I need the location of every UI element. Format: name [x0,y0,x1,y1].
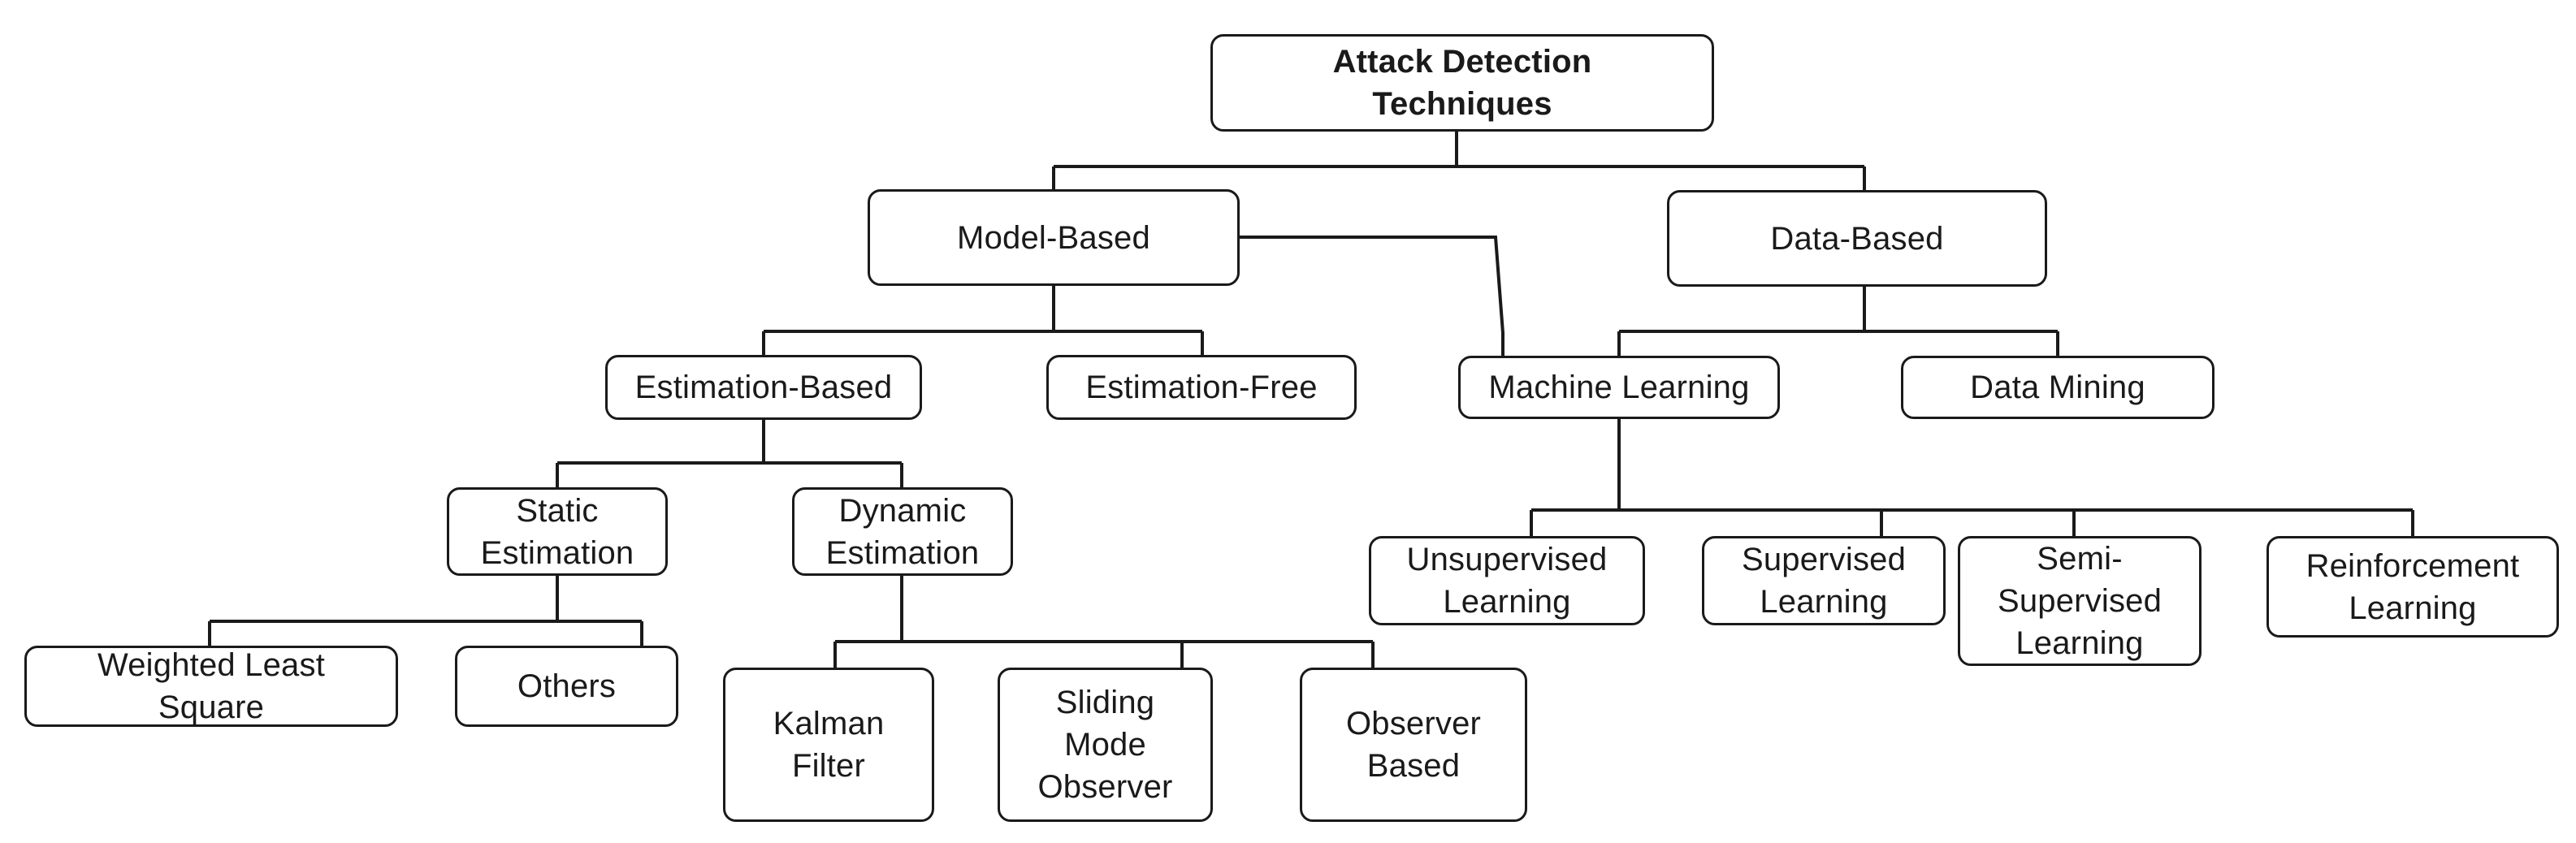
node-label: Machine Learning [1488,370,1750,405]
node-semi-supervised-learning[interactable]: Semi- Supervised Learning [1958,536,2202,666]
node-model-based[interactable]: Model-Based [868,189,1240,286]
node-others[interactable]: Others [455,646,678,727]
node-estimation-free[interactable]: Estimation-Free [1046,355,1357,420]
node-label: Estimation-Based [634,370,893,405]
node-label: Supervised Learning [1741,542,1907,620]
node-label: Sliding Mode Observer [1037,685,1173,805]
node-label: Estimation-Free [1085,370,1318,405]
node-label: Semi- Supervised Learning [1997,541,2163,661]
node-data-based[interactable]: Data-Based [1667,190,2047,287]
node-label: Kalman Filter [773,706,885,784]
node-data-mining[interactable]: Data Mining [1901,356,2214,419]
node-supervised-learning[interactable]: Supervised Learning [1702,536,1946,625]
node-label: Data-Based [1770,220,1944,257]
node-label: Dynamic Estimation [825,492,980,571]
node-observer-based[interactable]: Observer Based [1300,668,1527,822]
node-label: Others [517,668,617,704]
edge-model-based-to-machine-learning [1239,236,1504,356]
node-machine-learning[interactable]: Machine Learning [1458,356,1780,419]
node-label: Weighted Least Square [97,647,326,725]
node-label: Attack Detection Techniques [1332,44,1592,122]
node-dynamic-estimation[interactable]: Dynamic Estimation [792,487,1013,576]
node-kalman-filter[interactable]: Kalman Filter [723,668,934,822]
node-label: Static Estimation [480,492,634,571]
node-unsupervised-learning[interactable]: Unsupervised Learning [1369,536,1645,625]
node-estimation-based[interactable]: Estimation-Based [605,355,922,420]
node-weighted-least-square[interactable]: Weighted Least Square [24,646,398,727]
node-label: Unsupervised Learning [1406,542,1608,620]
node-attack-detection-techniques[interactable]: Attack Detection Techniques [1210,34,1714,132]
node-label: Observer Based [1345,706,1482,784]
node-reinforcement-learning[interactable]: Reinforcement Learning [2266,536,2559,638]
node-static-estimation[interactable]: Static Estimation [447,487,668,576]
node-label: Reinforcement Learning [2305,547,2520,626]
node-label: Data Mining [1970,370,2145,405]
node-label: Model-Based [957,219,1150,256]
node-sliding-mode-observer[interactable]: Sliding Mode Observer [998,668,1213,822]
